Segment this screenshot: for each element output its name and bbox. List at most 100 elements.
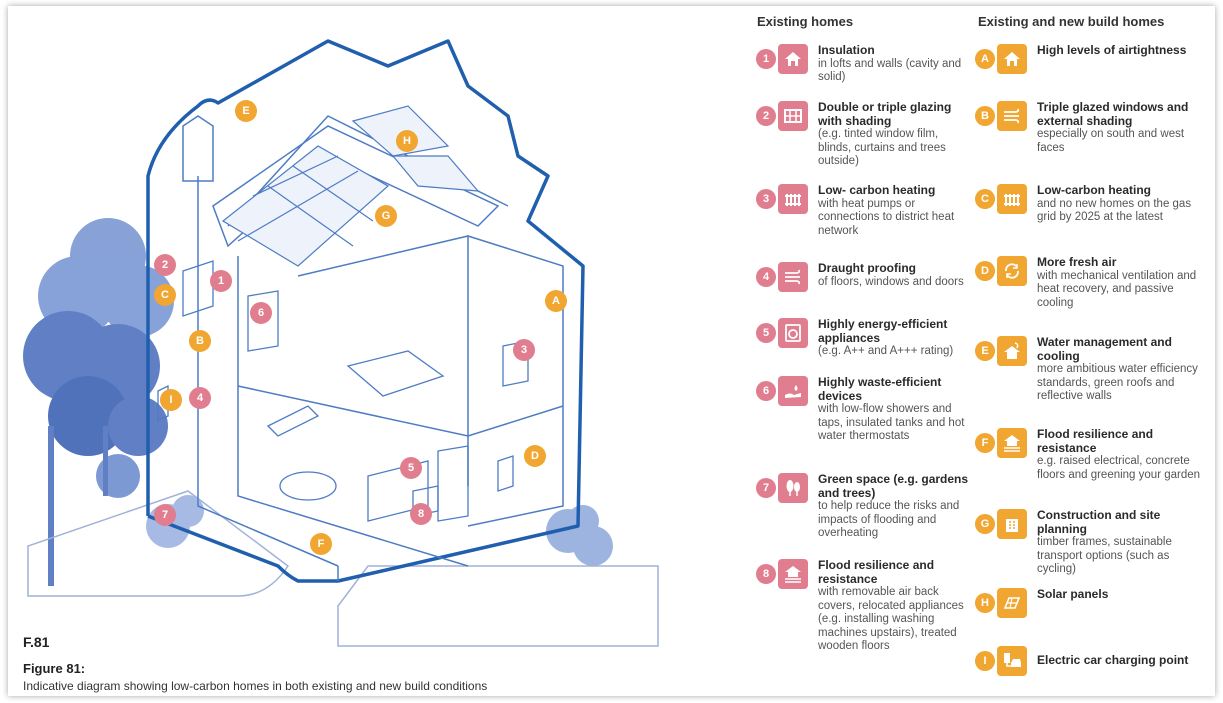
marker-F: F [310, 533, 332, 555]
marker-C: C [154, 284, 176, 306]
figure-title: Figure 81: [23, 661, 86, 676]
ev-charger-icon [997, 646, 1027, 676]
legend-item-I: I Electric car charging point [975, 646, 1210, 676]
furniture [157, 260, 529, 522]
marker-5: 5 [400, 457, 422, 479]
marker-H: H [396, 130, 418, 152]
item-title: Solar panels [1037, 587, 1109, 601]
item-desc: timber frames, sustainable transport opt… [1037, 536, 1172, 575]
marker-2: 2 [154, 254, 176, 276]
marker-1: 1 [210, 270, 232, 292]
badge: F [975, 433, 995, 453]
shading-icon [997, 101, 1027, 131]
solar-panel-icon [997, 588, 1027, 618]
marker-D: D [524, 445, 546, 467]
house-icon [997, 44, 1027, 74]
badge: D [975, 261, 995, 281]
water-drop-hand-icon [778, 376, 808, 406]
badge: 1 [756, 49, 776, 69]
legend-item-A: A High levels of airtightness [975, 43, 1210, 74]
marker-A: A [545, 290, 567, 312]
item-title: Flood resilience and resistance [818, 558, 935, 586]
badge: G [975, 514, 995, 534]
item-title: Electric car charging point [1037, 653, 1189, 667]
badge: I [975, 651, 995, 671]
legend-item-7: 7 Green space (e.g. gardens and trees)to… [756, 472, 971, 541]
building-icon [997, 509, 1027, 539]
figure-frame: E H G 2 C 1 6 B A 3 I 4 5 D 8 7 F F.81 F… [8, 6, 1215, 696]
item-desc: with removable air back covers, relocate… [818, 586, 964, 652]
flood-house-icon [778, 559, 808, 589]
badge: 3 [756, 189, 776, 209]
item-title: Triple glazed windows and external shadi… [1037, 100, 1189, 128]
house-interior [182, 115, 564, 581]
item-title: Highly energy-efficient appliances [818, 317, 948, 345]
marker-E: E [235, 100, 257, 122]
badge: 7 [756, 478, 776, 498]
item-desc: with heat pumps or connections to distri… [818, 197, 955, 237]
item-desc: and no new homes on the gas grid by 2025… [1037, 197, 1192, 224]
item-desc: with low-flow showers and taps, insulate… [818, 403, 965, 442]
item-title: Green space (e.g. gardens and trees) [818, 472, 969, 500]
item-desc: (e.g. tinted window film, blinds, curtai… [818, 128, 946, 167]
radiator-icon [778, 184, 808, 214]
legend-item-B: B Triple glazed windows and external sha… [975, 100, 1210, 155]
fresh-air-cycle-icon [997, 256, 1027, 286]
marker-3: 3 [513, 339, 535, 361]
item-title: Insulation [818, 43, 875, 57]
house-illustration [23, 39, 659, 647]
marker-B: B [189, 330, 211, 352]
badge: 2 [756, 106, 776, 126]
marker-8: 8 [410, 503, 432, 525]
trees-icon [778, 473, 808, 503]
item-title: Construction and site planning [1037, 508, 1161, 536]
badge: H [975, 593, 995, 613]
item-desc: especially on south and west faces [1037, 128, 1185, 154]
badge: 5 [756, 323, 776, 343]
item-title: Low- carbon heating [818, 183, 936, 197]
figure-code: F.81 [23, 634, 50, 650]
item-desc: in lofts and walls (cavity and solid) [818, 57, 962, 84]
item-desc: (e.g. A++ and A+++ rating) [818, 345, 954, 357]
existing-heading: Existing homes [757, 14, 854, 29]
flood-house-icon [997, 428, 1027, 458]
newbuild-heading: Existing and new build homes [978, 14, 1165, 29]
badge: 8 [756, 564, 776, 584]
item-desc: to help reduce the risks and impacts of … [818, 500, 960, 539]
item-title: More fresh air [1037, 255, 1117, 269]
marker-G: G [375, 205, 397, 227]
badge: 4 [756, 267, 776, 287]
appliance-icon [778, 318, 808, 348]
window-grid-icon [778, 101, 808, 131]
marker-7: 7 [154, 504, 176, 526]
legend-item-2: 2 Double or triple glazing with shading(… [756, 100, 971, 169]
house-outline [146, 39, 585, 583]
badge: C [975, 189, 995, 209]
badge: A [975, 49, 995, 69]
item-desc: with mechanical ventilation and heat rec… [1037, 269, 1197, 309]
badge: E [975, 341, 995, 361]
paving [27, 490, 659, 647]
legend-item-5: 5 Highly energy-efficient appliances(e.g… [756, 317, 971, 359]
marker-6: 6 [250, 302, 272, 324]
item-title: Low-carbon heating [1037, 183, 1151, 197]
legend-item-H: H Solar panels [975, 587, 1210, 618]
item-desc: e.g. raised electrical, concrete floors … [1037, 455, 1201, 481]
item-desc: of floors, windows and doors [818, 275, 964, 288]
badge: 6 [756, 381, 776, 401]
marker-4: 4 [189, 387, 211, 409]
marker-I: I [160, 389, 182, 411]
green-roof-icon [997, 336, 1027, 366]
radiator-icon [997, 184, 1027, 214]
item-desc: more ambitious water efficiency standard… [1037, 363, 1198, 402]
item-title: Draught proofing [818, 261, 916, 275]
